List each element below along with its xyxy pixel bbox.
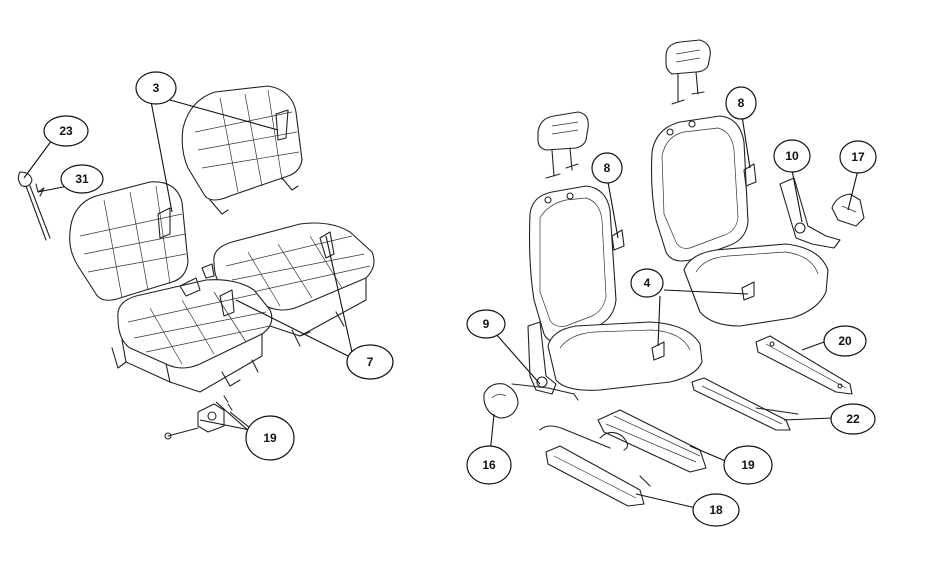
callout-23: 23: [43, 115, 89, 147]
callout-17: 17: [839, 140, 877, 174]
callout-19-front: 19: [723, 445, 773, 485]
backrest-hinge-bracket: [779, 177, 841, 249]
seat-slide-frame: [597, 409, 707, 473]
callout-10: 10: [773, 139, 811, 173]
callout-20: 20: [823, 325, 867, 357]
front-cushion-left: [547, 321, 703, 391]
callout-4: 4: [630, 268, 664, 298]
seat-slide-rail: [539, 425, 651, 507]
headrest-left: [537, 111, 589, 179]
callout-8-right: 8: [725, 86, 757, 120]
callout-23-label: 23: [59, 124, 73, 138]
callout-19-front-label: 19: [741, 458, 755, 472]
callout-9: 9: [466, 309, 506, 339]
callout-18: 18: [692, 493, 740, 527]
callout-22-label: 22: [846, 412, 860, 426]
callout-8-right-label: 8: [738, 96, 745, 110]
callout-19-rear-label: 19: [263, 431, 277, 445]
callout-19-rear: 19: [245, 415, 295, 461]
callout-18-label: 18: [709, 503, 723, 517]
rear-bench-seat-assembly: [69, 85, 375, 393]
front-backrest-right: [650, 115, 757, 262]
callout-3-label: 3: [153, 81, 160, 95]
rear-backrest-left: [69, 181, 189, 301]
callout-22: 22: [830, 403, 876, 435]
seat-belt-retractor: [17, 171, 51, 241]
leader-lines-right: [489, 115, 859, 509]
rear-backrest-right: [181, 85, 303, 215]
callout-8-left-label: 8: [604, 161, 611, 175]
recliner-knob: [483, 383, 519, 419]
leader-lines-left: [23, 95, 353, 433]
callout-9-label: 9: [483, 317, 490, 331]
callout-31: 31: [60, 164, 104, 194]
front-cushion-right: [683, 243, 829, 327]
callout-31-label: 31: [75, 172, 89, 186]
front-seat-assembly: [483, 39, 865, 507]
callout-8-left: 8: [591, 152, 623, 184]
recliner-mechanism: [511, 321, 579, 401]
seat-rail-lower: [691, 377, 799, 431]
seat-rail-upper: [755, 335, 853, 395]
callout-4-label: 4: [644, 276, 651, 290]
callout-17-label: 17: [851, 150, 865, 164]
callout-16-label: 16: [482, 458, 496, 472]
callout-3: 3: [135, 71, 177, 105]
front-backrest-left: [528, 185, 625, 343]
seat-hinge-bracket: [164, 395, 233, 440]
headrest-right: [665, 39, 711, 105]
callout-7: 7: [346, 344, 394, 380]
callout-7-label: 7: [367, 355, 374, 369]
callout-10-label: 10: [785, 149, 799, 163]
rear-cushion-left: [111, 279, 273, 393]
callout-20-label: 20: [838, 334, 852, 348]
callout-16: 16: [466, 445, 512, 485]
